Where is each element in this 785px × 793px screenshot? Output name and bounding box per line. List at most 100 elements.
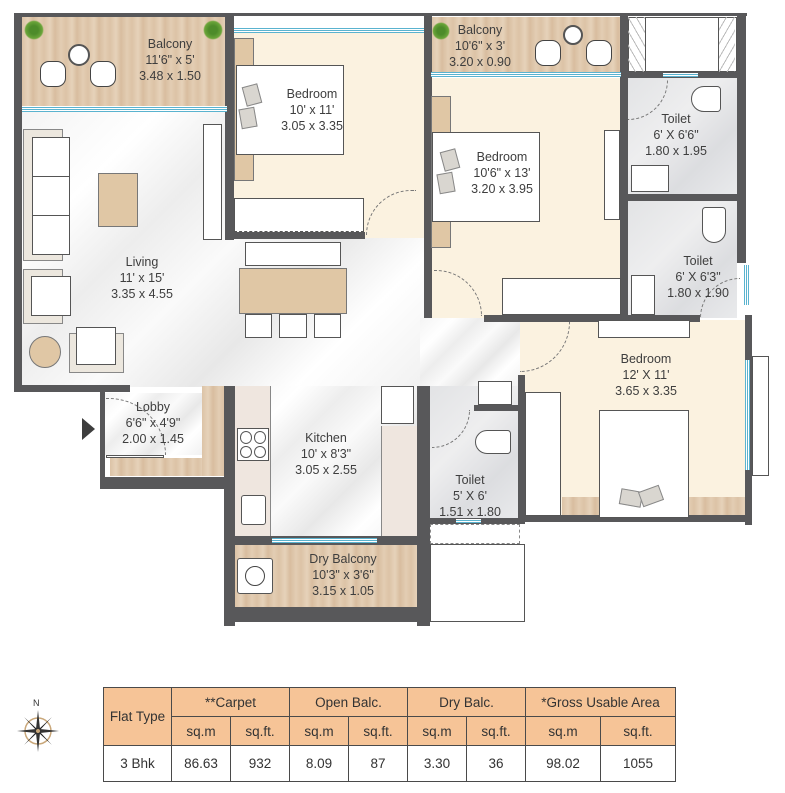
armchair-icon (535, 40, 561, 66)
room-dim-ft: 11' x 15' (119, 271, 165, 285)
wall-balcony2-top (424, 13, 629, 16)
wall-kitchen-left (224, 386, 235, 626)
sofa-cushion (32, 176, 70, 216)
cell-dry-sqft: 36 (466, 745, 526, 782)
room-name: Toilet (683, 254, 713, 268)
lobby-wardrobe (202, 386, 228, 476)
room-label-toilet-3: Toilet 5' X 6' 1.51 x 1.80 (430, 472, 510, 520)
room-dim-ft: 6' X 6'6" (653, 128, 699, 142)
room-name: Lobby (135, 400, 171, 414)
room-label-bedroom-2: Bedroom 10'6" x 13' 3.20 x 3.95 (452, 149, 552, 197)
wall-toilet-divider (620, 194, 745, 201)
wardrobe-icon (525, 392, 561, 516)
window-kitchen (272, 538, 377, 543)
passage-floor (420, 318, 520, 388)
room-dim-ft: 10'6" x 13' (473, 166, 531, 180)
subheader-dry-sqft: sq.ft. (466, 716, 526, 746)
wall-bedroom1-right (424, 13, 432, 108)
subheader-open-sqft: sq.ft. (348, 716, 408, 746)
wall-left (14, 13, 22, 391)
tv-unit (203, 124, 222, 240)
room-label-bedroom-3: Bedroom 12' X 11' 3.65 x 3.35 (596, 351, 696, 399)
header-gross-usable: *Gross Usable Area (525, 687, 676, 717)
round-table-icon (29, 336, 61, 368)
main-door[interactable] (106, 455, 164, 458)
dining-chair (314, 314, 341, 338)
subheader-gross-sqm: sq.m (525, 716, 601, 746)
room-label-lobby: Lobby 6'6" x 4'9" 2.00 x 1.45 (103, 399, 203, 447)
dining-chair (245, 314, 272, 338)
wardrobe-icon (234, 198, 364, 232)
room-dim-ft: 6'6" x 4'9" (125, 416, 181, 430)
room-dim-ft: 11'6" x 5' (145, 53, 195, 67)
sofa-cushion (32, 215, 70, 255)
room-name: Balcony (147, 37, 193, 51)
room-name: Kitchen (305, 431, 347, 445)
armchair-seat (31, 276, 71, 316)
room-dim-m: 3.35 x 4.55 (111, 287, 173, 301)
cell-dry-sqm: 3.30 (407, 745, 467, 782)
window-toilet-1 (663, 73, 698, 77)
room-dim-m: 1.80 x 1.95 (645, 144, 707, 158)
room-dim-ft: 12' X 11' (622, 368, 670, 382)
room-name: Toilet (661, 112, 691, 126)
armchair-icon (90, 61, 116, 87)
wall-bedroom2-left (424, 108, 432, 318)
plant-icon (24, 20, 44, 40)
header-open-balc: Open Balc. (289, 687, 408, 717)
room-dim-ft: 10' x 8'3" (300, 447, 352, 461)
room-dim-m: 3.65 x 3.35 (615, 384, 677, 398)
room-dim-m: 1.51 x 1.80 (439, 505, 501, 519)
wall-toilet3-top (474, 405, 520, 411)
kitchen-counter-right (381, 426, 417, 536)
wall-top-right (620, 13, 747, 16)
wall-bedroom1-bottom (225, 232, 365, 239)
cell-gross-sqft: 1055 (600, 745, 676, 782)
cell-carpet-sqft: 932 (230, 745, 290, 782)
wall-lobby-bottom (100, 477, 230, 489)
room-name: Bedroom (476, 150, 528, 164)
plant-icon (432, 22, 450, 40)
armchair-icon (40, 61, 66, 87)
room-dim-m: 3.05 x 3.35 (281, 119, 343, 133)
wall-drybalcony-bottom (224, 607, 430, 622)
room-label-balcony-2: Balcony 10'6" x 3' 3.20 x 0.90 (440, 22, 520, 70)
room-dim-m: 3.05 x 2.55 (295, 463, 357, 477)
duct-2 (718, 17, 735, 72)
wardrobe-icon (502, 278, 621, 315)
wall-bedroom3-left (518, 375, 525, 522)
lobby-shelf (110, 458, 202, 476)
window-balcony-1 (22, 106, 227, 112)
side-table-icon (68, 44, 90, 66)
window-bedroom-3 (745, 360, 750, 470)
room-name: Bedroom (620, 352, 672, 366)
wall-bedroom2-bottom (484, 315, 629, 322)
room-dim-ft: 10'3" x 3'6" (312, 568, 374, 582)
toilet-seat-icon (702, 207, 726, 243)
room-label-living: Living 11' x 15' 3.35 x 4.55 (92, 254, 192, 302)
sofa-cushion (32, 137, 70, 177)
sink-icon (241, 495, 266, 525)
subheader-gross-sqft: sq.ft. (600, 716, 676, 746)
washbasin-icon (631, 165, 669, 192)
bedroom-3-window-ledge (752, 356, 769, 476)
room-name: Bedroom (286, 87, 338, 101)
wall-bedroom1-top (225, 13, 435, 16)
header-carpet: **Carpet (171, 687, 290, 717)
area-statement-table: Flat Type **Carpet Open Balc. Dry Balc. … (103, 687, 676, 782)
subheader-open-sqm: sq.m (289, 716, 349, 746)
window-toilet-3 (456, 519, 481, 523)
room-dim-m: 3.15 x 1.05 (312, 584, 374, 598)
armchair-icon (586, 40, 612, 66)
dining-chair (279, 314, 307, 338)
utility-shaft-top (430, 524, 520, 544)
room-dim-ft: 5' X 6' (453, 489, 487, 503)
compass-north-label: N (33, 698, 40, 708)
window-bedroom-1 (234, 28, 424, 33)
room-name: Balcony (457, 23, 503, 37)
room-label-toilet-1: Toilet 6' X 6'6" 1.80 x 1.95 (636, 111, 716, 159)
dining-bench (245, 242, 341, 266)
room-dim-m: 3.48 x 1.50 (139, 69, 201, 83)
utility-shaft (430, 544, 525, 622)
plant-icon (203, 20, 223, 40)
